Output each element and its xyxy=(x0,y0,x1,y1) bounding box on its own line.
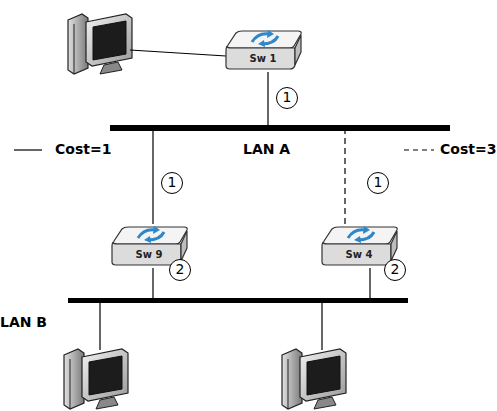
host-wire xyxy=(99,302,100,350)
port-number-text: 1 xyxy=(374,174,383,190)
lan-bus: LAN B xyxy=(68,298,408,303)
network-switch: Sw 1 xyxy=(222,28,304,72)
switch-icon xyxy=(222,28,304,72)
port-number: 1 xyxy=(161,172,183,194)
link-cost-3 xyxy=(344,131,345,224)
port-number-text: 1 xyxy=(168,174,177,190)
legend-text: Cost=1 xyxy=(55,141,111,157)
lan-bus: LAN A xyxy=(110,125,450,131)
switch-name: Sw 1 xyxy=(222,53,304,64)
link-cost-1 xyxy=(152,131,153,224)
link-cost-1 xyxy=(267,72,268,125)
link-cost-1 xyxy=(369,268,370,298)
port-number-text: 1 xyxy=(283,89,292,105)
lan-name: LAN A xyxy=(243,141,290,157)
legend-sample-dashed xyxy=(404,149,434,150)
switch-name: Sw 4 xyxy=(318,249,400,260)
port-number: 2 xyxy=(169,259,191,281)
computer xyxy=(64,349,128,409)
legend-text: Cost=3 xyxy=(440,141,496,157)
legend-sample-solid xyxy=(14,149,42,150)
computer xyxy=(68,14,132,74)
port-number: 1 xyxy=(367,172,389,194)
port-number-text: 2 xyxy=(176,261,185,277)
lan-name: LAN B xyxy=(0,314,47,330)
host-wire xyxy=(321,302,322,350)
port-number-text: 2 xyxy=(391,261,400,277)
computer xyxy=(282,349,346,409)
link-cost-1 xyxy=(152,268,153,298)
host-wire xyxy=(130,50,226,56)
port-number: 1 xyxy=(276,87,298,109)
port-number: 2 xyxy=(384,259,406,281)
